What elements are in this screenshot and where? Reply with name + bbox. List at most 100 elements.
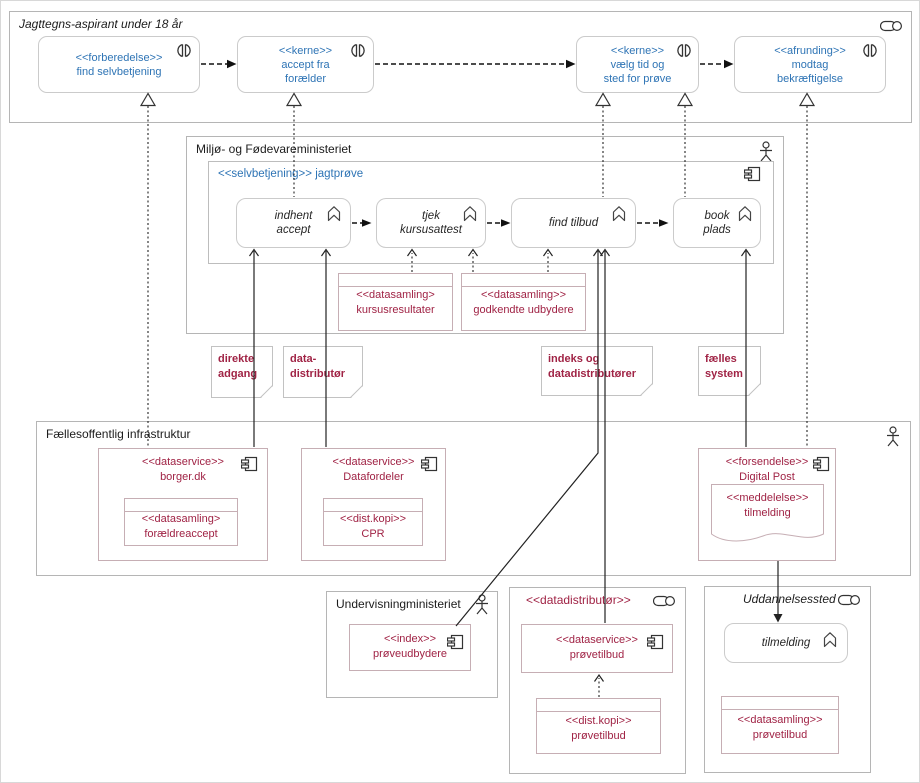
activity-name: book bbox=[704, 210, 730, 222]
service-chevron-icon bbox=[737, 205, 753, 227]
note-datadistributoer: data- distributør bbox=[283, 346, 363, 398]
stereotype-label: <<dataservice>> bbox=[332, 456, 415, 468]
component-icon bbox=[420, 456, 438, 477]
note-text: distributør bbox=[290, 368, 345, 380]
note-text: fælles bbox=[705, 353, 737, 365]
collaboration-icon bbox=[879, 19, 903, 37]
activity-name: indhent bbox=[274, 210, 313, 222]
component-proevetilbud-service: <<dataservice>> prøvetilbud bbox=[521, 624, 673, 673]
container-title: <<datadistributør>> bbox=[526, 593, 631, 607]
process-name: accept fra bbox=[281, 58, 330, 71]
note-text: direkte bbox=[218, 353, 255, 365]
process-name: find selvbetjening bbox=[76, 65, 162, 78]
copy-name: prøvetilbud bbox=[571, 730, 626, 742]
stereotype-label: <<forsendelse>> bbox=[725, 456, 809, 468]
class-band bbox=[722, 697, 838, 710]
process-icon bbox=[862, 43, 878, 63]
process-icon bbox=[176, 43, 192, 63]
component-icon bbox=[812, 456, 830, 477]
selvbetjening-label: <<selvbetjening>> jagtprøve bbox=[218, 168, 364, 180]
collection-name: prøvetilbud bbox=[752, 729, 808, 741]
distkopi-proevetilbud: <<dist.kopi>> prøvetilbud bbox=[536, 698, 661, 754]
stereotype-label: <<forberedelse>> bbox=[75, 51, 163, 64]
container-title: Undervisningministeriet bbox=[336, 597, 461, 611]
stereotype-label: <<dataservice>> bbox=[142, 456, 224, 468]
process-name: modtag bbox=[791, 58, 829, 71]
service-chevron-icon bbox=[611, 205, 627, 227]
component-name: prøvetilbud bbox=[569, 649, 625, 661]
activity-name: plads bbox=[703, 224, 731, 236]
collection-name: godkendte udbydere bbox=[473, 304, 574, 316]
note-text: adgang bbox=[218, 368, 258, 380]
activity-name: tilmelding bbox=[761, 637, 811, 649]
component-icon bbox=[646, 634, 664, 655]
message-name: tilmelding bbox=[744, 507, 791, 519]
note-indeks-og-datadistributoerer: indeks og datadistributører bbox=[541, 346, 653, 396]
collection-name: kursusresultater bbox=[356, 304, 435, 316]
container-title: Miljø- og Fødevareministeriet bbox=[196, 142, 352, 156]
stereotype-label: <<index>> bbox=[384, 633, 436, 645]
process-name: forælder bbox=[285, 72, 326, 85]
process-modtag-bekraeftigelse: <<afrunding>> modtag bekræftigelse bbox=[734, 36, 886, 93]
component-icon bbox=[743, 166, 761, 187]
process-icon bbox=[676, 43, 692, 63]
process-vaelg-tid-og-sted: <<kerne>> vælg tid og sted for prøve bbox=[576, 36, 699, 93]
activity-name: accept bbox=[276, 224, 311, 236]
activity-name: tjek bbox=[422, 210, 440, 222]
stereotype-label: <<kerne>> bbox=[278, 44, 333, 57]
actor-icon bbox=[886, 426, 900, 453]
container-title: Fællesoffentlig infrastruktur bbox=[46, 427, 191, 441]
document-shape bbox=[711, 484, 824, 542]
actor-icon bbox=[475, 594, 489, 621]
service-chevron-icon bbox=[822, 631, 838, 653]
process-accept-fra-foraelder: <<kerne>> accept fra forælder bbox=[237, 36, 374, 93]
activity-book-plads: book plads bbox=[673, 198, 761, 248]
component-icon bbox=[240, 456, 258, 477]
process-name: sted for prøve bbox=[603, 72, 672, 85]
activity-tilmelding: tilmelding bbox=[724, 623, 848, 663]
copy-name: CPR bbox=[361, 528, 385, 540]
datasamling-godkendte-udbydere: <<datasamling>> godkendte udbydere bbox=[461, 273, 586, 331]
actor-icon bbox=[759, 141, 773, 168]
service-chevron-icon bbox=[462, 205, 478, 227]
note-text: data- bbox=[290, 353, 317, 365]
node-icon bbox=[837, 593, 861, 611]
stereotype-label: <<meddelelse>> bbox=[726, 492, 809, 504]
note-text: indeks og bbox=[548, 353, 600, 365]
node-icon bbox=[652, 594, 676, 612]
class-band bbox=[537, 699, 660, 712]
activity-indhent-accept: indhent accept bbox=[236, 198, 351, 248]
activity-name: find tilbud bbox=[548, 217, 599, 229]
class-band bbox=[339, 274, 452, 287]
activity-name: kursusattest bbox=[400, 224, 462, 236]
component-name: Datafordeler bbox=[343, 471, 404, 483]
stereotype-label: <<dist.kopi>> bbox=[565, 715, 632, 727]
component-proeveudbydere: <<index>> prøveudbydere bbox=[349, 624, 471, 671]
stereotype-label: <<afrunding>> bbox=[774, 44, 846, 57]
datasamling-kursusresultater: <<datasamling> kursusresultater bbox=[338, 273, 453, 331]
class-band bbox=[462, 274, 585, 287]
component-name: prøveudbydere bbox=[373, 648, 447, 660]
note-text: system bbox=[705, 368, 743, 380]
container-title: Uddannelsessted bbox=[743, 592, 836, 606]
stereotype-label: <<dist.kopi>> bbox=[339, 513, 407, 525]
service-chevron-icon bbox=[326, 205, 342, 227]
component-name: borger.dk bbox=[160, 471, 206, 483]
note-faelles-system: fælles system bbox=[698, 346, 761, 396]
datasamling-proevetilbud: <<datasamling>> prøvetilbud bbox=[721, 696, 839, 754]
lane-title: Jagttegns-aspirant under 18 år bbox=[19, 17, 183, 31]
process-name: bekræftigelse bbox=[776, 72, 844, 85]
note-direkte-adgang: direkte adgang bbox=[211, 346, 273, 398]
activity-find-tilbud: find tilbud bbox=[511, 198, 636, 248]
process-name: vælg tid og bbox=[610, 58, 665, 71]
class-band bbox=[324, 499, 422, 512]
component-name: Digital Post bbox=[739, 471, 795, 483]
process-find-selvbetjening: <<forberedelse>> find selvbetjening bbox=[38, 36, 200, 93]
stereotype-label: <<datasamling> bbox=[356, 289, 435, 301]
datasamling-foraeldreaccept: <<datasamling> forældreaccept bbox=[124, 498, 238, 546]
stereotype-label: <<kerne>> bbox=[610, 44, 665, 57]
stereotype-label: <<datasamling>> bbox=[737, 714, 823, 726]
document-tilmelding: <<meddelelse>> tilmelding bbox=[711, 484, 824, 548]
distkopi-cpr: <<dist.kopi>> CPR bbox=[323, 498, 423, 546]
